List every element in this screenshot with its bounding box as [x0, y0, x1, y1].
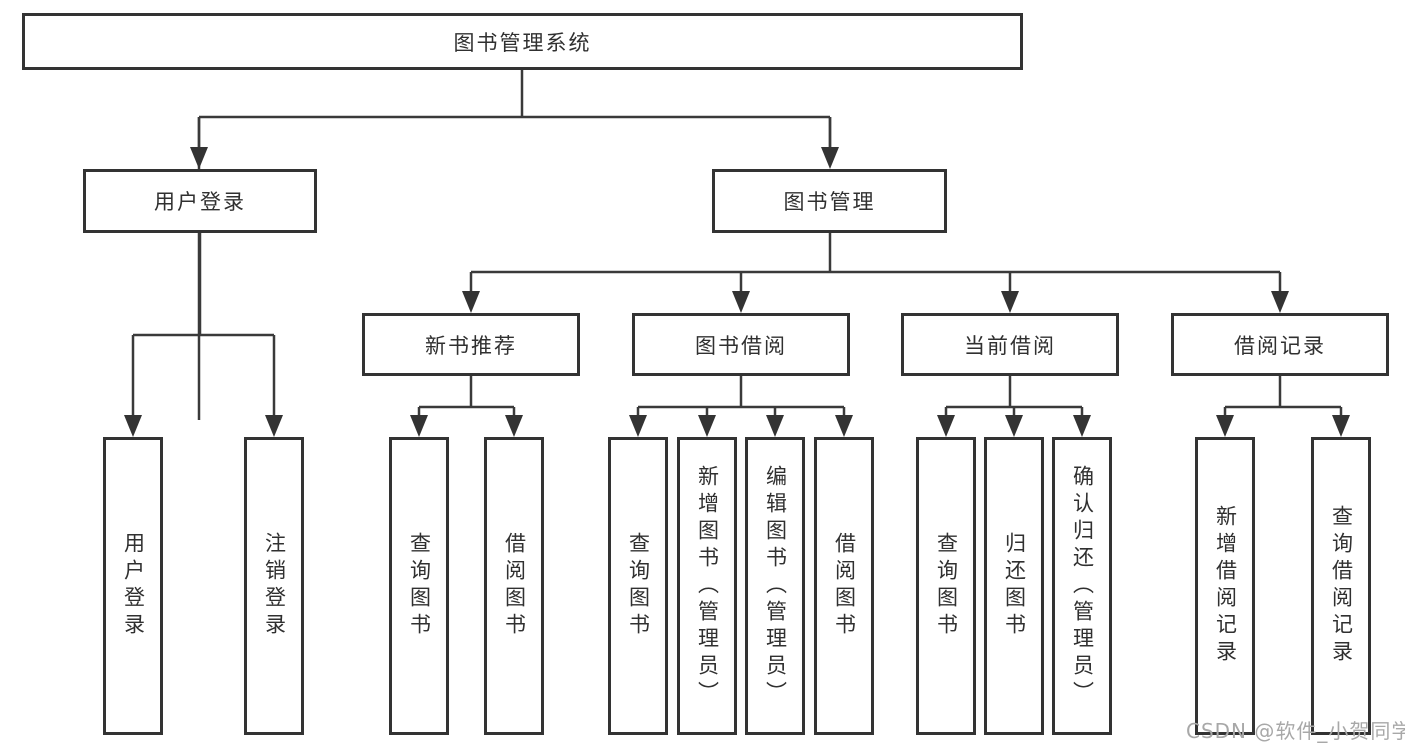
node-leaf-borrow-book-1: 借阅图书 [484, 437, 544, 735]
node-label: 查询图书 [407, 532, 432, 640]
node-label: 注销登录 [262, 532, 287, 640]
node-leaf-return-book: 归还图书 [984, 437, 1044, 735]
node-leaf-add-borrow-record: 新增借阅记录 [1195, 437, 1255, 735]
node-leaf-add-book-admin: 新增图书（管理员） [677, 437, 737, 735]
node-label: 用户登录 [121, 532, 146, 640]
node-leaf-confirm-return-admin: 确认归还（管理员） [1052, 437, 1112, 735]
node-label: 图书管理 [783, 190, 876, 214]
node-label: 查询图书 [626, 532, 651, 640]
node-label: 查询借阅记录 [1329, 505, 1354, 667]
node-leaf-query-book-3: 查询图书 [916, 437, 976, 735]
node-label: 借阅记录 [1234, 333, 1326, 358]
connector-login-group [131, 232, 276, 418]
node-leaf-query-borrow-record: 查询借阅记录 [1311, 437, 1371, 735]
node-label: 查询图书 [934, 532, 959, 640]
connector-newrec-group [417, 376, 516, 418]
node-label: 图书借阅 [695, 333, 787, 358]
connector-current-group [944, 376, 1084, 418]
node-label: 用户登录 [154, 190, 246, 214]
connector-record-group [1223, 376, 1343, 418]
node-label: 借阅图书 [502, 532, 527, 640]
node-leaf-query-book-1: 查询图书 [389, 437, 449, 735]
node-system-root: 图书管理系统 [22, 13, 1023, 70]
node-label: 编辑图书（管理员） [763, 464, 788, 708]
connector-root-to-level2 [197, 69, 832, 420]
node-label: 图书管理系统 [453, 30, 592, 55]
node-book-borrow: 图书借阅 [632, 313, 850, 376]
connector-borrow-group [636, 376, 846, 418]
node-label: 新书推荐 [425, 333, 517, 358]
arrowheads [124, 147, 1350, 437]
node-book-management: 图书管理 [712, 169, 947, 233]
node-leaf-query-book-2: 查询图书 [608, 437, 668, 735]
node-label: 新增图书（管理员） [695, 464, 720, 708]
node-label: 新增借阅记录 [1213, 505, 1238, 667]
node-label: 当前借阅 [964, 333, 1056, 358]
node-leaf-user-login: 用户登录 [103, 437, 163, 735]
node-current-borrow: 当前借阅 [901, 313, 1119, 376]
node-new-book-recommend: 新书推荐 [362, 313, 580, 376]
node-label: 确认归还（管理员） [1070, 464, 1095, 708]
node-label: 归还图书 [1002, 532, 1027, 640]
node-leaf-logout: 注销登录 [244, 437, 304, 735]
node-label: 借阅图书 [832, 532, 857, 640]
node-leaf-borrow-book-2: 借阅图书 [814, 437, 874, 735]
node-leaf-edit-book-admin: 编辑图书（管理员） [745, 437, 805, 735]
connector-bookmg-to-level3 [469, 233, 1282, 295]
node-user-login: 用户登录 [83, 169, 317, 233]
node-borrow-record: 借阅记录 [1171, 313, 1389, 376]
csdn-watermark: CSDN @软件_小贺同学 [1186, 719, 1405, 743]
